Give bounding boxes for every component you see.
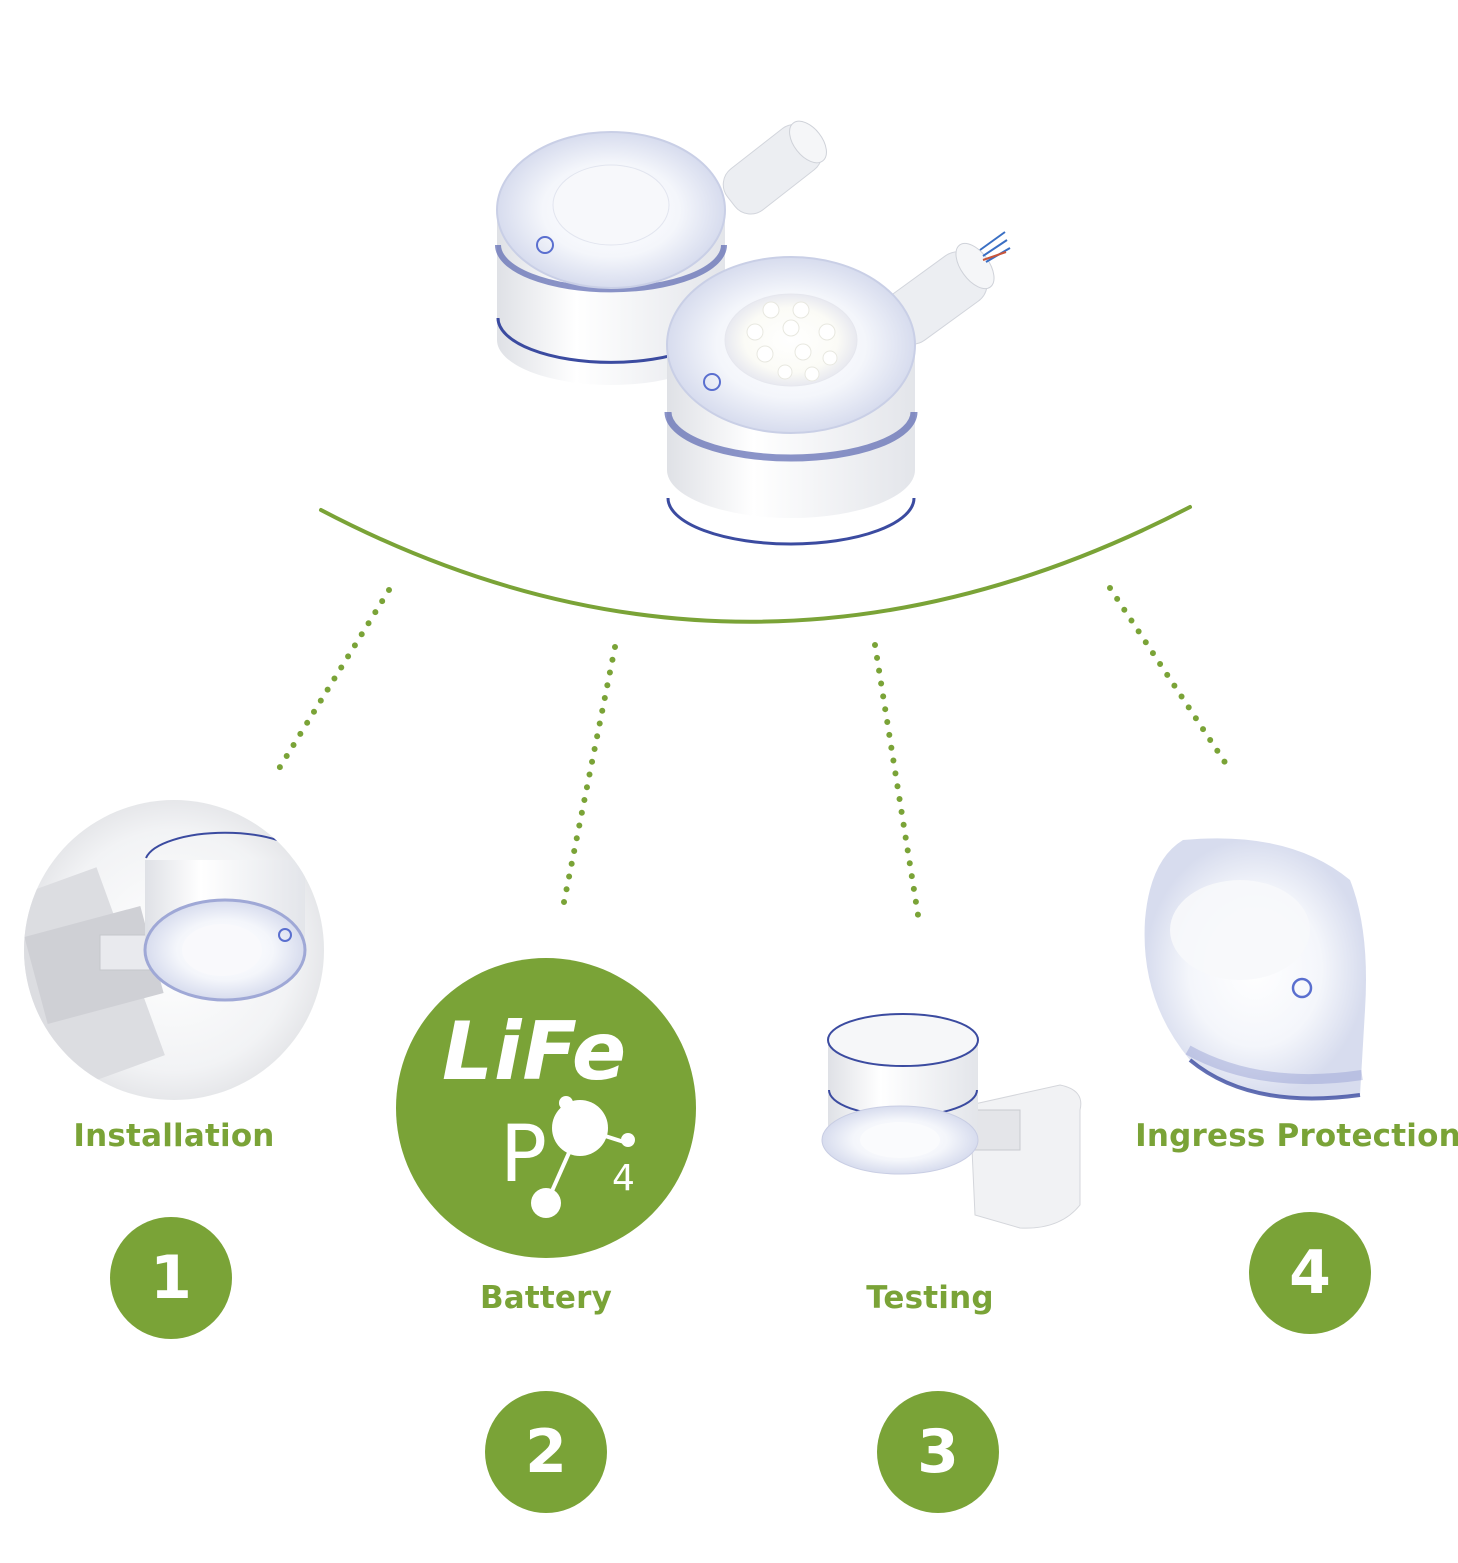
feature-label-ingress-protection: Ingress Protection <box>1135 1118 1458 1154</box>
front-sensor-unit <box>664 256 918 546</box>
back-sensor-unit <box>495 131 727 385</box>
lifepo4-logo-letter: P <box>500 1110 548 1200</box>
lifepo4-logo <box>396 958 696 1258</box>
feature-label-battery: Battery <box>479 1280 613 1316</box>
feature-number-badge-4: 4 <box>1249 1212 1371 1334</box>
ingress-protection-image <box>1144 838 1366 1101</box>
feature-number-badge-2: 2 <box>485 1391 607 1513</box>
feature-label-installation: Installation <box>73 1118 275 1154</box>
back-unit-cable-gland <box>722 120 827 215</box>
connector-arc <box>319 505 1192 624</box>
dotted-connector-4 <box>1107 585 1233 773</box>
installation-image <box>24 800 324 1100</box>
dotted-connector-2 <box>559 644 618 915</box>
feature-label-testing: Testing <box>866 1280 994 1316</box>
testing-image <box>821 1013 1082 1229</box>
hero-product-image <box>495 120 1011 546</box>
dotted-connector-1 <box>272 587 392 778</box>
lifepo4-logo-text: LiFe <box>442 1005 628 1098</box>
dotted-connector-3 <box>872 642 921 918</box>
lifepo4-logo-subscript: 4 <box>612 1158 635 1199</box>
feature-number-badge-1: 1 <box>110 1217 232 1339</box>
feature-number-badge-3: 3 <box>877 1391 999 1513</box>
